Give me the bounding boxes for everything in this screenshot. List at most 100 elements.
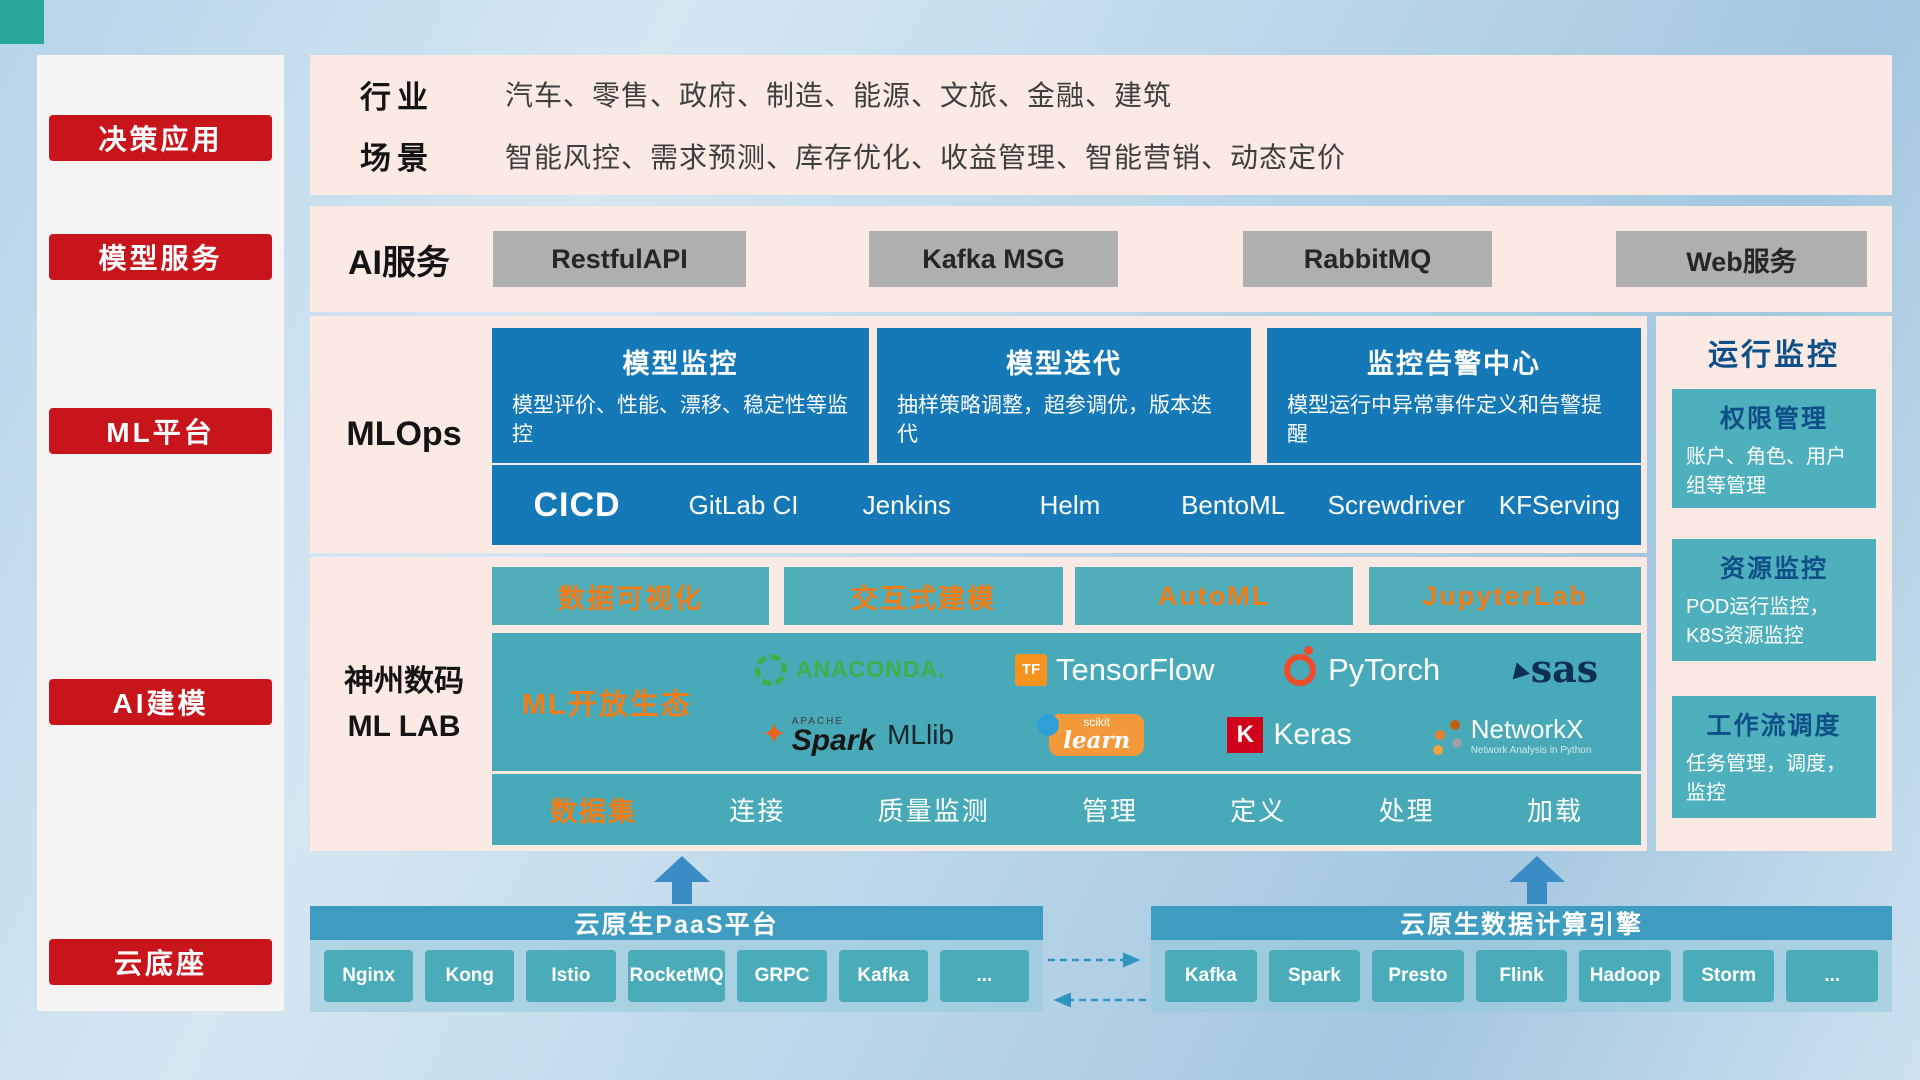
- mlops-label: MLOps: [346, 415, 462, 453]
- dataset-item-load: 加载: [1526, 796, 1583, 826]
- industry-scenario-row: 行业 汽车、零售、政府、制造、能源、文旅、金融、建筑 场景 智能风控、需求预测、…: [310, 55, 1892, 195]
- cicd-item-kfserving: KFServing: [1498, 489, 1621, 520]
- spark-icon: ✦: [761, 718, 787, 751]
- card-title: 模型监控: [622, 349, 739, 379]
- monitor-card-workflow: 工作流调度 任务管理，调度，监控: [1672, 696, 1876, 818]
- runtime-monitor-title: 运行监控: [1708, 339, 1840, 372]
- paas-header: 云原生PaaS平台: [310, 906, 1043, 940]
- arrow-shaft: [672, 882, 692, 904]
- category-button-model-service: 模型服务: [49, 234, 272, 280]
- left-category-panel: 决策应用 模型服务 ML平台 AI建模 云底座: [37, 55, 284, 1011]
- tool-interactive-modeling: 交互式建模: [784, 567, 1063, 625]
- up-arrow-right: [1509, 856, 1565, 904]
- keras-text: Keras: [1273, 717, 1352, 751]
- engine-spark: Spark: [1268, 950, 1361, 1002]
- networkx-logo: NetworkX Network Analysis in Python: [1434, 714, 1592, 756]
- cicd-label: CICD: [533, 485, 621, 524]
- mllab-label-line1: 神州数码: [344, 665, 464, 698]
- anaconda-logo: ANACONDA.: [754, 653, 946, 686]
- sas-text: sas: [1530, 646, 1599, 692]
- scenario-label: 场景: [360, 141, 434, 177]
- service-rabbitmq: RabbitMQ: [1243, 231, 1492, 287]
- dataset-item-process: 处理: [1378, 796, 1435, 826]
- networkx-text: NetworkX Network Analysis in Python: [1471, 714, 1592, 756]
- paas-istio: Istio: [526, 950, 616, 1002]
- mllab-row: 神州数码 ML LAB 数据可视化 交互式建模 AutoML JupyterLa…: [310, 557, 1647, 851]
- mllab-label-line2: ML LAB: [347, 710, 461, 743]
- category-button-decision-apps: 决策应用: [49, 115, 272, 161]
- card-model-iteration: 模型迭代 抽样策略调整，超参调优，版本迭代: [877, 328, 1251, 463]
- cicd-item-gitlab-ci: GitLab CI: [688, 489, 799, 520]
- paas-rocketmq: RocketMQ: [627, 950, 726, 1002]
- card-title: 工作流调度: [1706, 712, 1842, 740]
- pytorch-logo: PyTorch: [1284, 645, 1441, 688]
- ai-service-label: AI服务: [348, 243, 450, 282]
- scikit-learn-text: learn: [1063, 726, 1131, 754]
- spark-name-text: Spark: [791, 723, 876, 757]
- paas-kong: Kong: [425, 950, 515, 1002]
- dataset-label: 数据集: [550, 797, 637, 827]
- card-desc: 任务管理，调度，监控: [1686, 753, 1846, 804]
- pytorch-text: PyTorch: [1328, 651, 1441, 687]
- anaconda-text: ANACONDA.: [795, 656, 946, 682]
- category-button-ai-modeling: AI建模: [49, 679, 272, 725]
- scikit-learn-badge: scikit learn: [1049, 713, 1145, 756]
- paas-kafka: Kafka: [838, 950, 928, 1002]
- service-kafka-msg: Kafka MSG: [869, 231, 1118, 287]
- networkx-icon: [1434, 729, 1445, 740]
- spark-apache-text: APACHE: [791, 715, 845, 727]
- dataset-bar: 数据集 连接 质量监测 管理 定义 处理 加载: [492, 774, 1641, 845]
- dataset-item-define: 定义: [1230, 796, 1287, 826]
- anaconda-icon: [754, 653, 787, 686]
- sas-logo: sas: [1507, 646, 1599, 692]
- ml-open-ecosystem-box: ML开放生态 ANACONDA. TF TensorFlow PyTorch: [492, 633, 1641, 771]
- runtime-monitor-column: 运行监控 权限管理 账户、角色、用户组等管理 资源监控 POD运行监控，K8S资…: [1656, 316, 1892, 851]
- dashed-flow-arrows: [1048, 952, 1146, 1008]
- paas-body: Nginx Kong Istio RocketMQ GRPC Kafka ...: [310, 940, 1043, 1012]
- cicd-item-screwdriver: Screwdriver: [1327, 489, 1465, 520]
- dataset-item-connect: 连接: [729, 796, 786, 826]
- sas-icon: [1507, 659, 1530, 680]
- arrow-head: [654, 856, 710, 882]
- engine-more: ...: [1786, 950, 1879, 1002]
- keras-icon: K: [1227, 716, 1264, 753]
- engine-flink: Flink: [1475, 950, 1568, 1002]
- scikit-learn-logo: scikit learn: [1037, 713, 1145, 756]
- engine-header: 云原生数据计算引擎: [1151, 906, 1892, 940]
- eco-logo-rows: ANACONDA. TF TensorFlow PyTorch sas: [720, 637, 1633, 767]
- service-web: Web服务: [1616, 231, 1867, 287]
- eco-logo-row-2: ✦ APACHE Spark MLlib scikit learn: [720, 702, 1633, 767]
- category-button-cloud-base: 云底座: [49, 939, 272, 985]
- cicd-bar: CICD GitLab CI Jenkins Helm BentoML Scre…: [492, 465, 1641, 545]
- ai-service-row: AI服务 RestfulAPI Kafka MSG RabbitMQ Web服务: [310, 206, 1892, 312]
- pytorch-icon: [1284, 645, 1317, 686]
- corner-accent-square: [0, 0, 44, 44]
- scikit-learn-icon: [1037, 713, 1060, 736]
- industry-label: 行业: [360, 79, 434, 115]
- engine-hadoop: Hadoop: [1579, 950, 1671, 1002]
- tensorflow-text: TensorFlow: [1056, 651, 1215, 687]
- card-title: 权限管理: [1719, 405, 1828, 433]
- card-title: 模型迭代: [1006, 349, 1122, 379]
- spark-text: APACHE Spark: [791, 715, 876, 757]
- monitor-card-resource: 资源监控 POD运行监控，K8S资源监控: [1672, 539, 1876, 661]
- card-title: 监控告警中心: [1367, 349, 1541, 379]
- networkx-name: NetworkX: [1470, 713, 1584, 744]
- dataset-item-quality: 质量监测: [877, 796, 990, 826]
- tool-jupyterlab: JupyterLab: [1369, 567, 1641, 625]
- cicd-item-bentoml: BentoML: [1181, 489, 1286, 520]
- scikit-prefix-text: scikit: [1083, 714, 1110, 729]
- paas-grpc: GRPC: [737, 950, 827, 1002]
- category-button-ml-platform: ML平台: [49, 408, 272, 454]
- up-arrow-left: [654, 856, 710, 904]
- engine-storm: Storm: [1682, 950, 1775, 1002]
- eco-logo-row-1: ANACONDA. TF TensorFlow PyTorch sas: [720, 637, 1633, 702]
- paas-more: ...: [939, 950, 1029, 1002]
- card-desc: 账户、角色、用户组等管理: [1686, 446, 1846, 497]
- tool-automl: AutoML: [1075, 567, 1353, 625]
- card-desc: 抽样策略调整，超参调优，版本迭代: [897, 394, 1212, 447]
- mlops-row: MLOps 模型监控 模型评价、性能、漂移、稳定性等监控 模型迭代 抽样策略调整…: [310, 316, 1647, 553]
- engine-kafka: Kafka: [1165, 950, 1257, 1002]
- dataset-item-manage: 管理: [1081, 796, 1138, 826]
- spark-mllib-logo: ✦ APACHE Spark MLlib: [761, 715, 954, 757]
